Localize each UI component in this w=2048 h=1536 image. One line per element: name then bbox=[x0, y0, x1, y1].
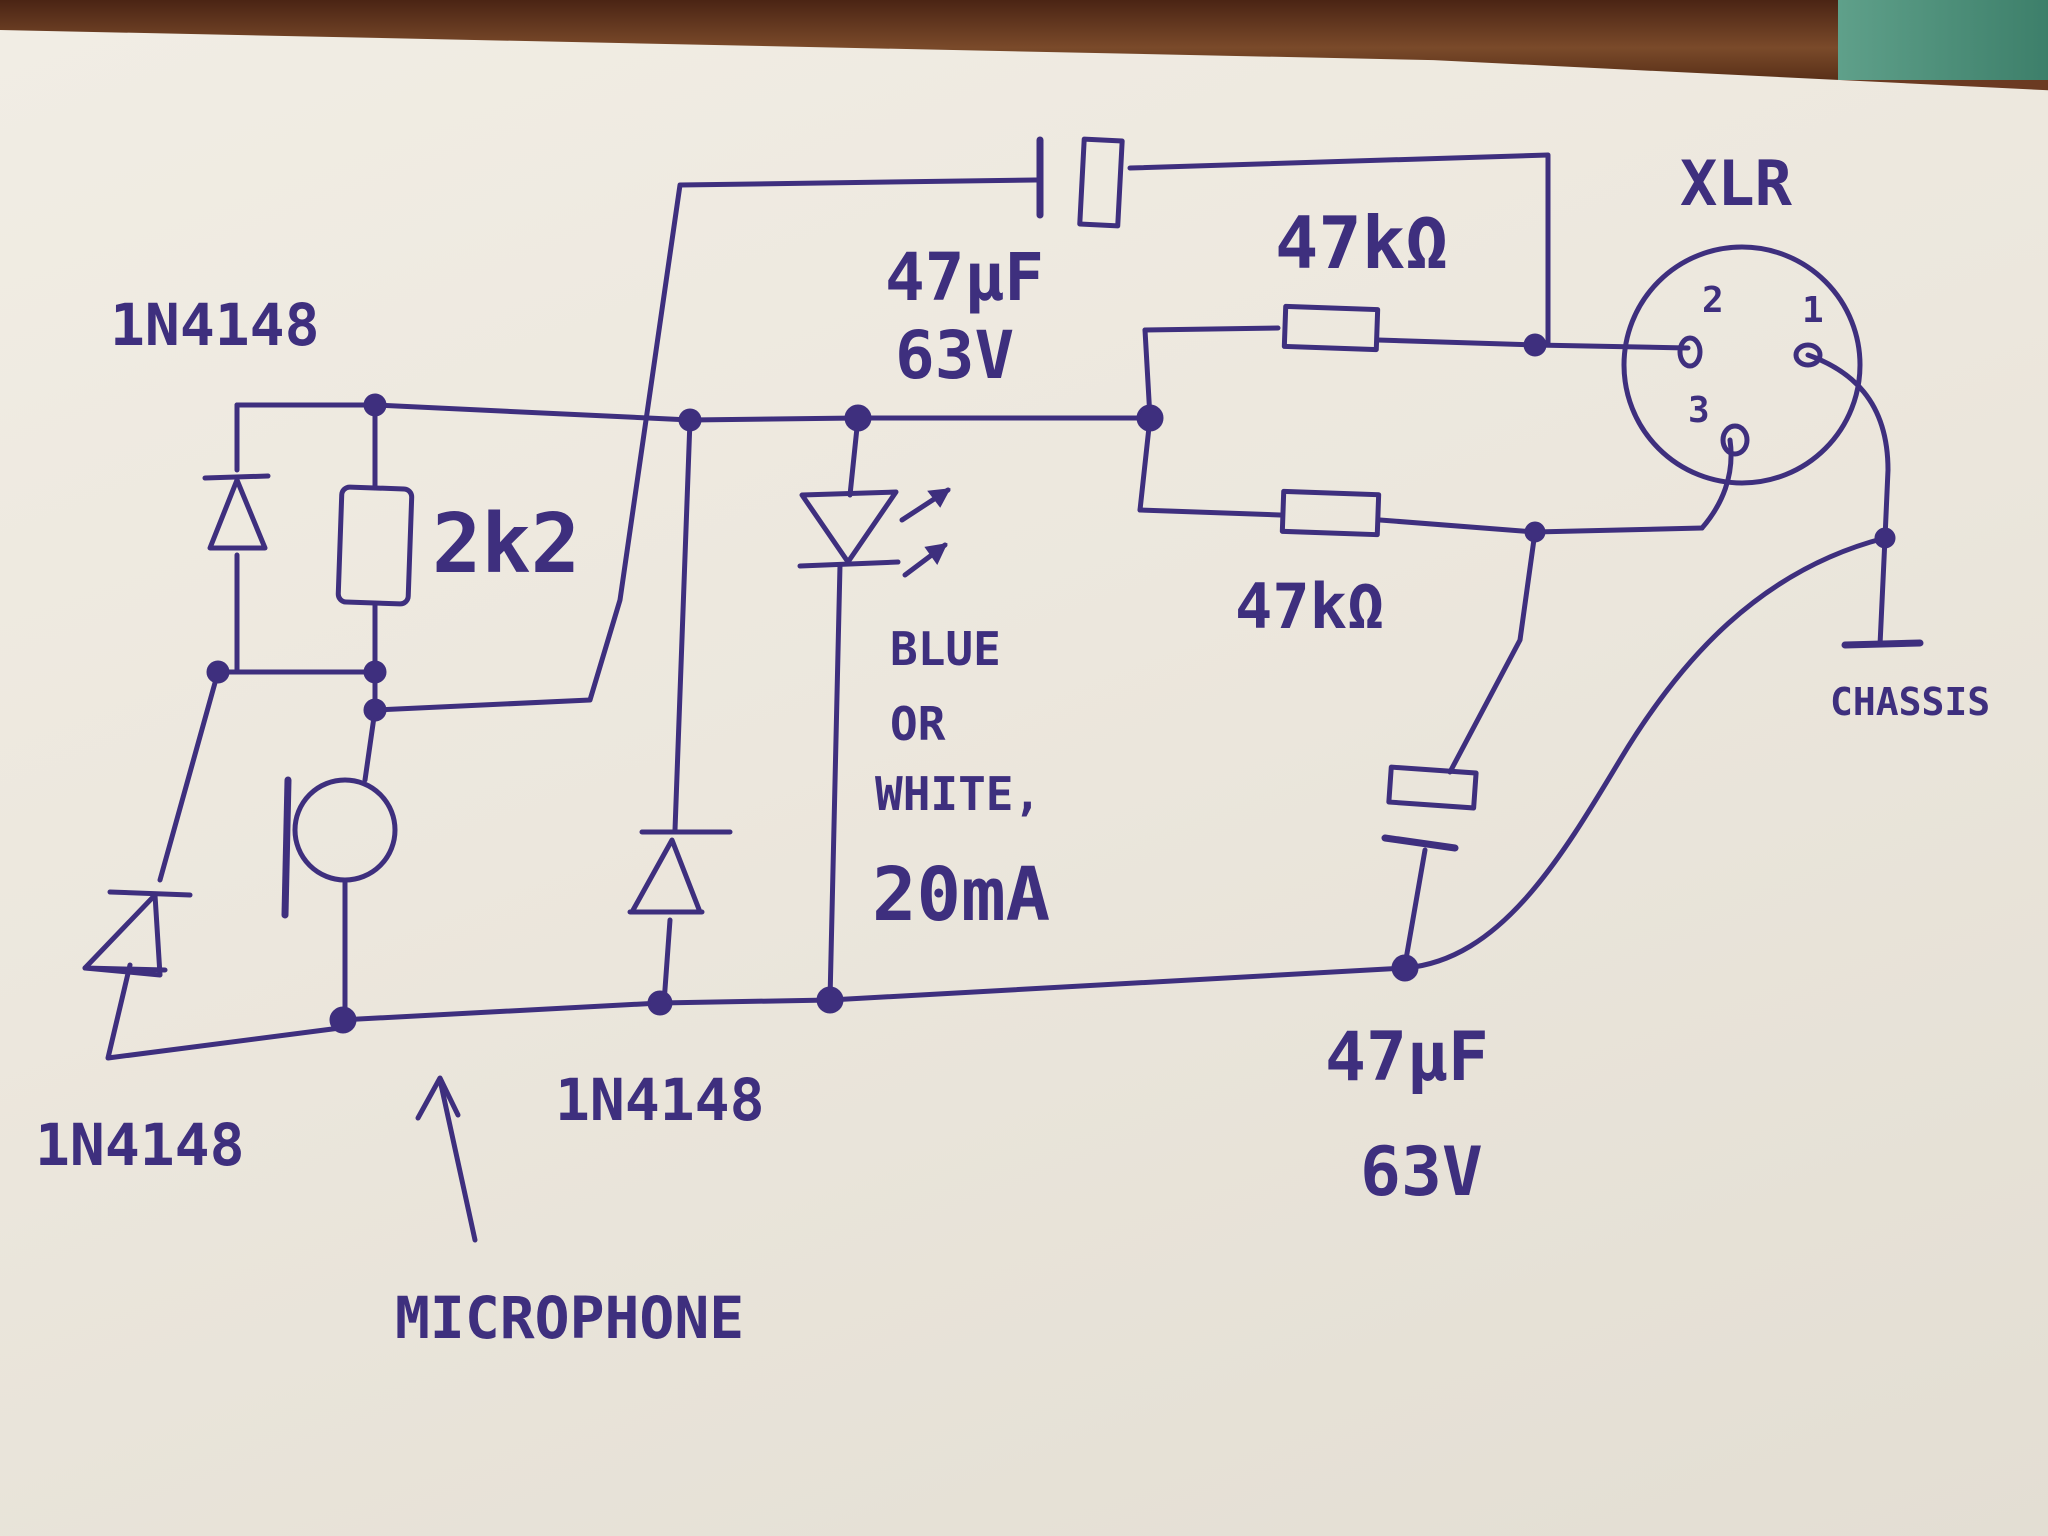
desk-edge bbox=[1838, 0, 2048, 80]
label-resistor-2k2: 2k2 bbox=[432, 497, 580, 592]
label-xlr-pin-3: 3 bbox=[1688, 390, 1710, 431]
label-xlr-pin-2: 2 bbox=[1702, 280, 1724, 321]
label-diode-bottom-left: 1N4148 bbox=[35, 1111, 245, 1179]
label-led-color-2: OR bbox=[890, 697, 946, 751]
label-xlr-pin-1: 1 bbox=[1802, 290, 1824, 331]
label-led-current: 20mA bbox=[872, 852, 1050, 938]
label-xlr: XLR bbox=[1680, 147, 1793, 220]
wires bbox=[105, 152, 1924, 1061]
resistor-47k-bottom bbox=[1279, 488, 1382, 538]
junction-dots bbox=[206, 333, 1896, 1034]
led-symbol bbox=[797, 487, 951, 578]
diode-1n4148-bottom-left bbox=[82, 889, 193, 978]
resistor-47k-top bbox=[1281, 303, 1381, 353]
label-cap-top-value: 47µF bbox=[885, 239, 1044, 316]
paper-sheet bbox=[0, 30, 2048, 1536]
label-microphone: MICROPHONE bbox=[395, 1284, 744, 1352]
label-led-color-1: BLUE bbox=[890, 622, 1001, 676]
label-resistor-top: 47kΩ bbox=[1275, 201, 1448, 285]
label-cap-bottom-value: 47µF bbox=[1325, 1018, 1489, 1097]
xlr-connector bbox=[1621, 244, 1863, 486]
label-diode-bottom-mid: 1N4148 bbox=[555, 1066, 765, 1134]
label-chassis: CHASSIS bbox=[1830, 680, 1990, 724]
label-cap-bottom-voltage: 63V bbox=[1360, 1133, 1483, 1212]
label-diode-top-left: 1N4148 bbox=[110, 291, 320, 359]
microphone-arrow bbox=[415, 1075, 478, 1243]
resistor-2k2 bbox=[335, 484, 415, 607]
capacitor-47uf-bottom bbox=[1381, 764, 1479, 852]
label-led-color-3: WHITE, bbox=[875, 767, 1041, 821]
microphone-symbol bbox=[281, 776, 398, 919]
capacitor-47uf-top bbox=[1036, 136, 1125, 229]
label-resistor-bottom: 47kΩ bbox=[1235, 570, 1384, 643]
label-cap-top-voltage: 63V bbox=[895, 317, 1014, 394]
diode-1n4148-top-left bbox=[202, 473, 271, 551]
diode-1n4148-bottom-mid bbox=[627, 829, 733, 915]
